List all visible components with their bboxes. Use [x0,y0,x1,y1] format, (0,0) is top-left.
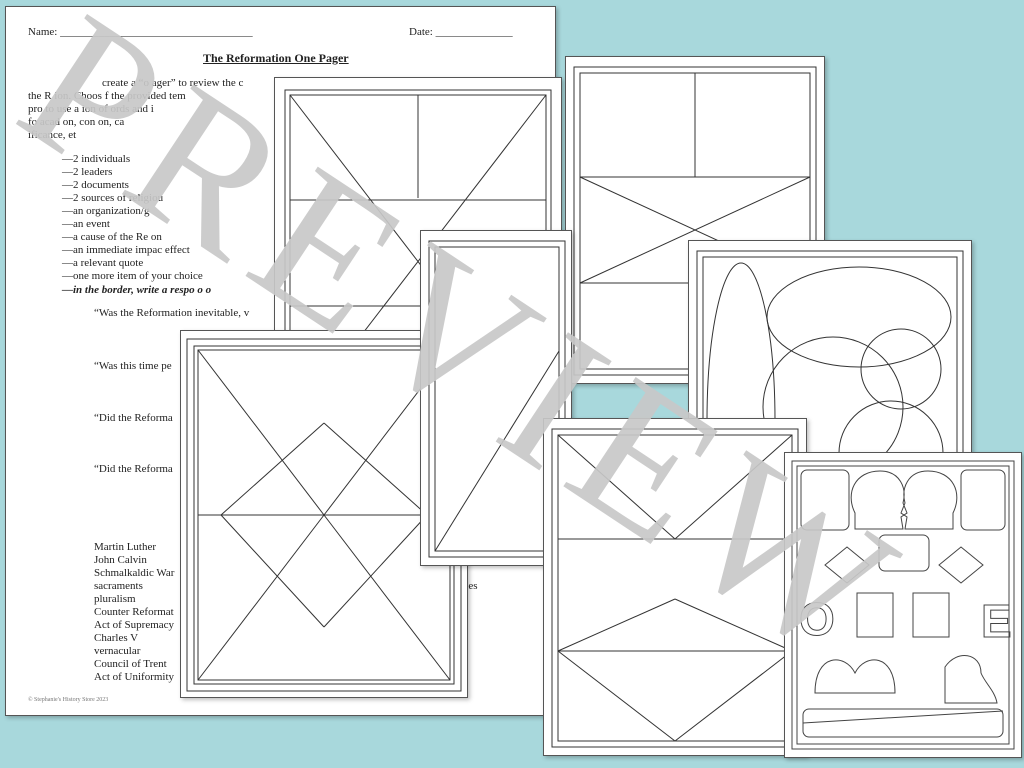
term-item: sacraments [94,580,143,592]
name-field-label: Name: __________________________________… [28,26,253,38]
question-item: “Did the Reforma [94,412,173,424]
term-item: John Calvin [94,554,147,566]
requirement-item: —a cause of the Re on [62,231,162,243]
term-item: vernacular [94,645,141,657]
svg-text:E: E [981,595,1012,647]
template-heads: O E [784,452,1022,758]
requirement-item: —2 sources of religiou [62,192,164,204]
requirement-item: —a relevant quote [62,257,144,269]
question-item: “Was the Reformation inevitable, v [94,307,250,319]
term-item: pluralism [94,593,136,605]
requirement-item: —an event [62,218,110,230]
intro-line: fo acad on, con on, ca [28,116,125,128]
copyright-footer: © Stephanie's History Store 2023 [28,697,109,703]
term-item: Council of Trent [94,658,167,670]
template-bottom-diamond [543,418,807,756]
term-item: Act of Uniformity [94,671,175,683]
requirement-item: —an organization/g [62,205,150,217]
term-item: Charles V [94,632,139,644]
worksheet-title: The Reformation One Pager [203,51,349,65]
border-instruction: —in the border, write a respo o o [62,284,212,296]
intro-line: create a “o ager” to review the c [102,77,244,89]
term-item: Act of Supremacy [94,619,175,631]
requirement-item: —2 individuals [62,153,131,165]
question-item: “Did the Reforma [94,463,173,475]
requirement-item: —2 leaders [62,166,113,178]
term-item: Schmalkaldic War [94,567,175,579]
requirement-item: —an immediate impac effect [62,244,190,256]
svg-text:O: O [799,593,835,645]
term-item: Martin Luther [94,541,157,553]
requirement-item: —one more item of your choice [62,270,203,282]
date-field-label: Date: ______________ [409,26,513,38]
requirement-item: —2 documents [62,179,129,191]
intro-line: ificance, et [28,129,77,141]
term-item: Counter Reformat [94,606,174,618]
intro-line: the R ion. Choos f the provided tem [28,90,186,102]
intro-line: pro to use a ion of ords and i [28,103,154,115]
question-item: “Was this time pe [94,360,172,372]
